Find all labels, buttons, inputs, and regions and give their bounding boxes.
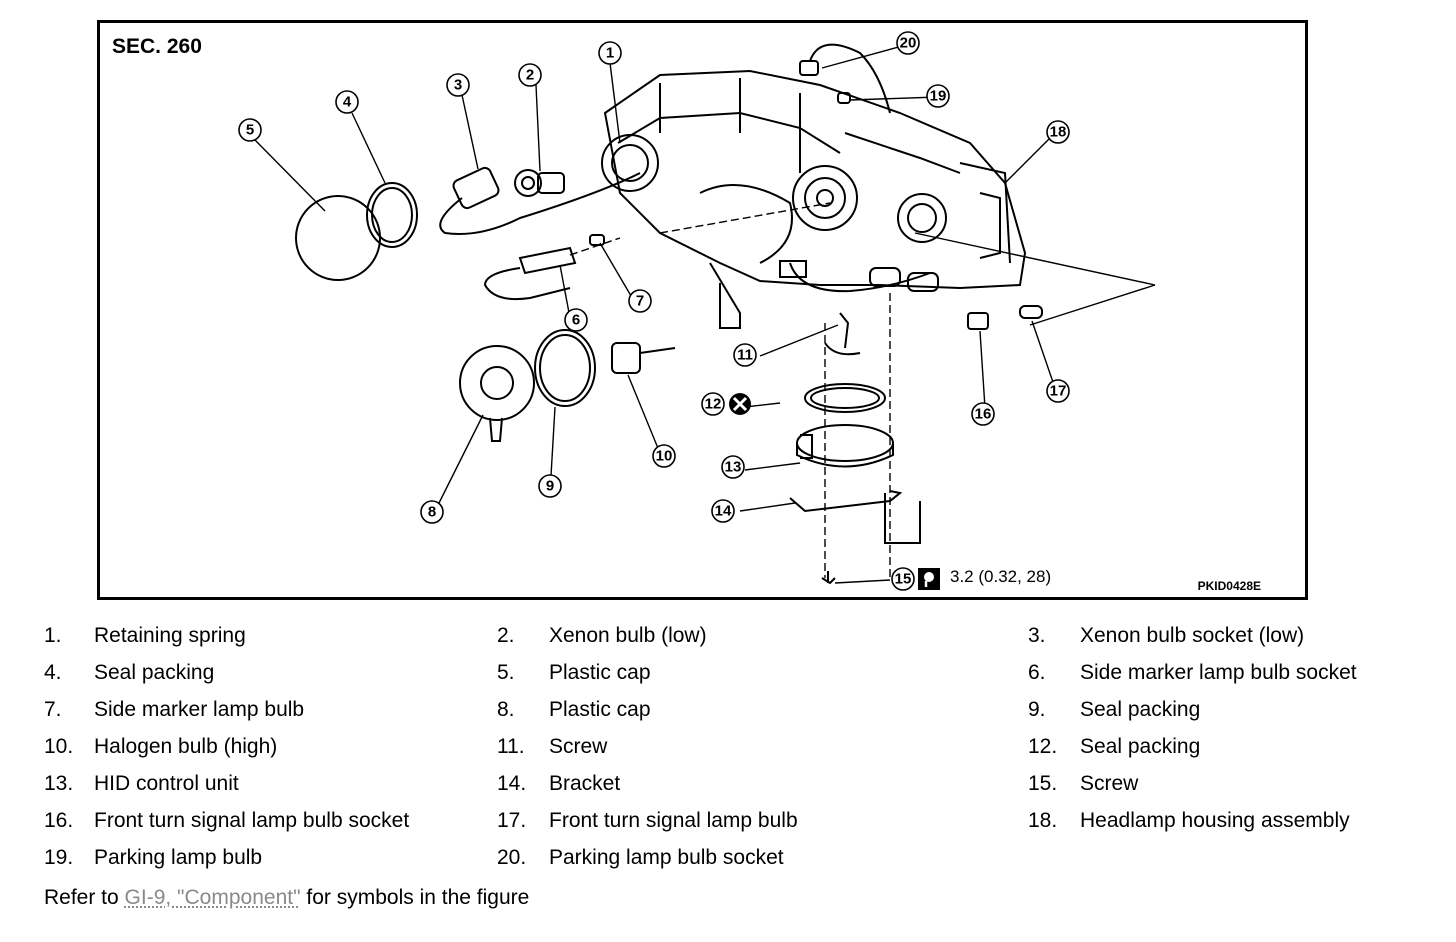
callout-6: 6 [572,312,580,329]
do-not-reuse-icon [729,393,751,415]
torque-wrench-icon [918,568,940,590]
callout-1: 1 [606,45,614,62]
callout-17: 17 [1050,383,1067,400]
legend-num: 10. [44,735,74,758]
footnote-suffix: for symbols in the figure [300,886,530,909]
legend-label: Headlamp housing assembly [1080,809,1350,832]
section-label: SEC. 260 [112,35,202,58]
legend-label: HID control unit [94,772,239,795]
legend-num: 20. [497,846,527,869]
legend-label: Seal packing [1080,698,1201,721]
callout-7: 7 [636,293,644,310]
legend-label: Xenon bulb (low) [549,624,707,647]
legend-label: Xenon bulb socket (low) [1080,624,1305,647]
callout-3: 3 [454,77,462,94]
legend-num: 9. [1028,698,1046,721]
headlamp-housing-drawing [601,69,1027,329]
legend-row: 13. HID control unit 14. Bracket 15. Scr… [0,772,1456,802]
legend-label: Retaining spring [94,624,246,647]
legend-label: Parking lamp bulb [94,846,263,869]
legend-num: 3. [1028,624,1046,647]
callout-12: 12 [705,396,722,413]
legend-num: 18. [1028,809,1058,832]
legend-label: Side marker lamp bulb [94,698,305,721]
legend-row: 1. Retaining spring 2. Xenon bulb (low) … [0,624,1456,654]
legend-num: 14. [497,772,527,795]
legend-num: 19. [44,846,74,869]
headlamp-exploded-view: 1 2 3 4 5 6 7 8 9 10 11 12 13 14 15 16 1… [238,31,1156,591]
component-reference-link[interactable]: GI-9, "Component" [124,886,301,909]
callout-4: 4 [343,94,352,111]
legend-label: Plastic cap [549,661,651,684]
footnote-prefix: Refer to [44,886,125,909]
callout-13: 13 [725,459,742,476]
exploded-diagram-frame: 1 2 3 4 5 6 7 8 9 10 11 12 13 14 15 16 1… [97,20,1308,600]
legend-num: 15. [1028,772,1058,795]
legend-num: 12. [1028,735,1058,758]
callout-labels: 1 2 3 4 5 6 7 8 9 10 11 12 13 14 15 16 1… [238,31,1070,591]
legend-label: Screw [1080,772,1139,795]
legend-row: 10. Halogen bulb (high) 11. Screw 12. Se… [0,735,1456,765]
legend-label: Parking lamp bulb socket [549,846,784,869]
legend-num: 16. [44,809,74,832]
callout-9: 9 [546,478,554,495]
legend-row: 4. Seal packing 5. Plastic cap 6. Side m… [0,661,1456,691]
legend-label: Screw [549,735,608,758]
legend-num: 7. [44,698,62,721]
footnote: Refer to GI-9, "Component" for symbols i… [44,886,529,910]
legend-label: Plastic cap [549,698,651,721]
callout-8: 8 [428,504,436,521]
callout-20: 20 [900,35,917,52]
legend-num: 6. [1028,661,1046,684]
legend-num: 11. [497,735,525,758]
legend-label: Front turn signal lamp bulb socket [94,809,410,832]
torque-spec: 3.2 (0.32, 28) [950,567,1052,586]
callout-5: 5 [246,122,254,139]
legend-label: Side marker lamp bulb socket [1080,661,1357,684]
legend-num: 17. [497,809,527,832]
callout-10: 10 [656,448,673,465]
legend-label: Seal packing [94,661,215,684]
legend-num: 2. [497,624,515,647]
legend-label: Seal packing [1080,735,1201,758]
legend-num: 1. [44,624,62,647]
legend-label: Halogen bulb (high) [94,735,278,758]
legend-num: 4. [44,661,62,684]
callout-14: 14 [715,503,732,520]
legend-row: 16. Front turn signal lamp bulb socket 1… [0,809,1456,839]
callout-2: 2 [526,67,534,84]
legend-num: 5. [497,661,515,684]
callout-19: 19 [930,88,947,105]
legend-label: Front turn signal lamp bulb [549,809,798,832]
legend-row: 19. Parking lamp bulb 20. Parking lamp b… [0,846,1456,876]
legend-num: 8. [497,698,515,721]
figure-code: PKID0428E [1197,579,1261,593]
callout-15: 15 [895,571,912,588]
callout-11: 11 [737,347,753,364]
legend-row: 7. Side marker lamp bulb 8. Plastic cap … [0,698,1456,728]
legend-label: Bracket [549,772,621,795]
callout-16: 16 [975,406,992,423]
legend-num: 13. [44,772,74,795]
callout-18: 18 [1050,124,1067,141]
